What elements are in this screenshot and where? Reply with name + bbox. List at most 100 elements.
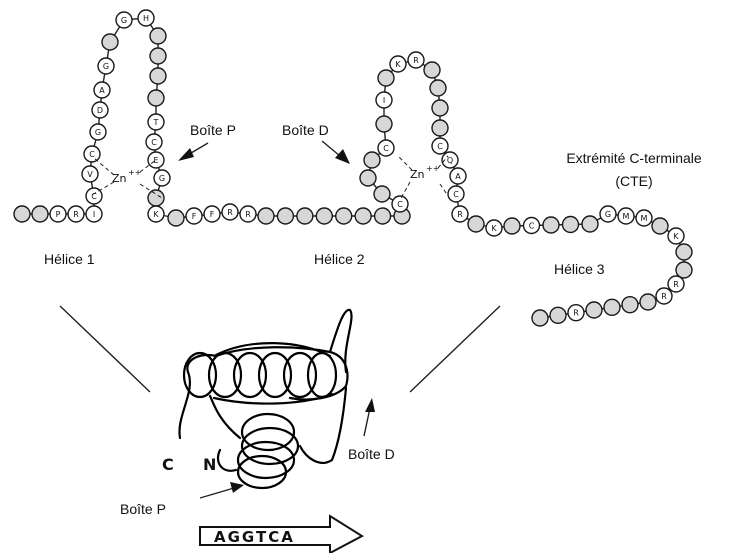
amino-acid-bead: R (668, 276, 684, 292)
amino-acid-bead: K (668, 228, 684, 244)
bead-circle (297, 208, 313, 224)
box-p-bottom-label: Boîte P (120, 501, 166, 517)
amino-acid-bead (543, 217, 559, 233)
amino-acid-bead: P (50, 206, 66, 222)
dna-sequence: AGGTCA (214, 528, 295, 546)
amino-acid-letter: C (397, 200, 403, 209)
amino-acid-letter: G (159, 174, 165, 183)
amino-acid-bead (277, 208, 293, 224)
bead-circle (148, 90, 164, 106)
bead-circle (316, 208, 332, 224)
amino-acid-bead (355, 208, 371, 224)
amino-acid-bead: R (222, 204, 238, 220)
amino-acid-letter: K (153, 210, 159, 219)
amino-acid-bead (150, 68, 166, 84)
amino-acid-bead (148, 190, 164, 206)
amino-acid-letter: K (395, 60, 401, 69)
c-terminus-label: C (162, 455, 174, 474)
amino-acid-bead: G (116, 12, 132, 28)
amino-acid-bead (504, 218, 520, 234)
bead-circle (586, 302, 602, 318)
bead-circle (375, 208, 391, 224)
amino-acid-bead (360, 170, 376, 186)
box-p-top-arrow (178, 143, 208, 161)
amino-acid-letter: C (151, 138, 157, 147)
amino-acid-letter: G (103, 62, 109, 71)
amino-acid-bead: K (148, 206, 164, 222)
amino-acid-letter: C (529, 222, 535, 231)
box-d-top-label: Boîte D (282, 122, 329, 138)
amino-acid-bead: D (92, 102, 108, 118)
amino-acid-bead: R (408, 52, 424, 68)
bead-circle (32, 206, 48, 222)
box-d-bottom-arrow (364, 398, 375, 436)
bead-circle (563, 217, 579, 233)
amino-acid-bead (563, 217, 579, 233)
amino-acid-bead (364, 152, 380, 168)
bead-circle (676, 244, 692, 260)
amino-acid-bead: K (390, 56, 406, 72)
amino-acid-bead: F (204, 206, 220, 222)
amino-acid-bead (622, 297, 638, 313)
helix-1-label: Hélice 1 (44, 251, 95, 267)
amino-acid-bead (676, 262, 692, 278)
bead-circle (424, 62, 440, 78)
amino-acid-bead (14, 206, 30, 222)
amino-acid-bead (550, 307, 566, 323)
amino-acid-letter: G (121, 16, 127, 25)
amino-acid-letter: P (56, 210, 61, 219)
amino-acid-letter: R (661, 292, 667, 301)
zinc-charge-1: ++ (128, 168, 141, 177)
box-d-top-arrow (322, 141, 350, 164)
n-terminus-label: N (203, 455, 216, 474)
amino-acid-bead (148, 90, 164, 106)
amino-acid-bead (374, 186, 390, 202)
amino-acid-bead (586, 302, 602, 318)
amino-acid-bead: C (146, 134, 162, 150)
zinc-ion-2: Zn (410, 168, 425, 181)
bead-circle (374, 186, 390, 202)
amino-acid-bead: C (84, 146, 100, 162)
amino-acid-bead: R (452, 206, 468, 222)
box-p-bottom-arrow (200, 482, 244, 498)
bead-circle (640, 294, 656, 310)
amino-acid-bead (378, 70, 394, 86)
zoom-line-left (60, 306, 150, 392)
amino-acid-bead: V (82, 166, 98, 182)
amino-acid-letter: R (573, 309, 579, 318)
helix-3-label: Hélice 3 (554, 261, 605, 277)
amino-acid-bead (652, 218, 668, 234)
amino-acid-bead (532, 310, 548, 326)
amino-acid-bead: T (148, 114, 164, 130)
amino-acid-bead: M (636, 210, 652, 226)
amino-acid-bead: R (240, 206, 256, 222)
bead-circle (364, 152, 380, 168)
amino-acid-letter: Q (447, 156, 453, 165)
amino-acid-bead (604, 299, 620, 315)
amino-acid-bead (168, 210, 184, 226)
bead-circle (102, 34, 118, 50)
amino-acid-bead: F (186, 208, 202, 224)
amino-acid-letter: D (97, 106, 103, 115)
amino-acid-bead: G (154, 170, 170, 186)
bead-circle (550, 307, 566, 323)
zinc-ion-1: Zn (112, 172, 127, 185)
amino-acid-letter: V (87, 170, 93, 179)
amino-acid-bead (102, 34, 118, 50)
amino-acid-bead: R (656, 288, 672, 304)
amino-acid-letter: R (245, 210, 251, 219)
amino-acid-letter: F (192, 212, 197, 221)
amino-acid-letter: G (605, 210, 611, 219)
amino-acid-letter: K (491, 224, 497, 233)
cte-label-line-2: (CTE) (615, 173, 652, 189)
box-p-top-label: Boîte P (190, 122, 236, 138)
bead-circle (532, 310, 548, 326)
box-d-bottom-label: Boîte D (348, 446, 395, 462)
amino-acid-bead: G (98, 58, 114, 74)
amino-acid-letter: G (95, 128, 101, 137)
amino-acid-letter: A (455, 172, 461, 181)
amino-acid-bead (150, 48, 166, 64)
bead-circle (543, 217, 559, 233)
amino-acid-bead (430, 80, 446, 96)
